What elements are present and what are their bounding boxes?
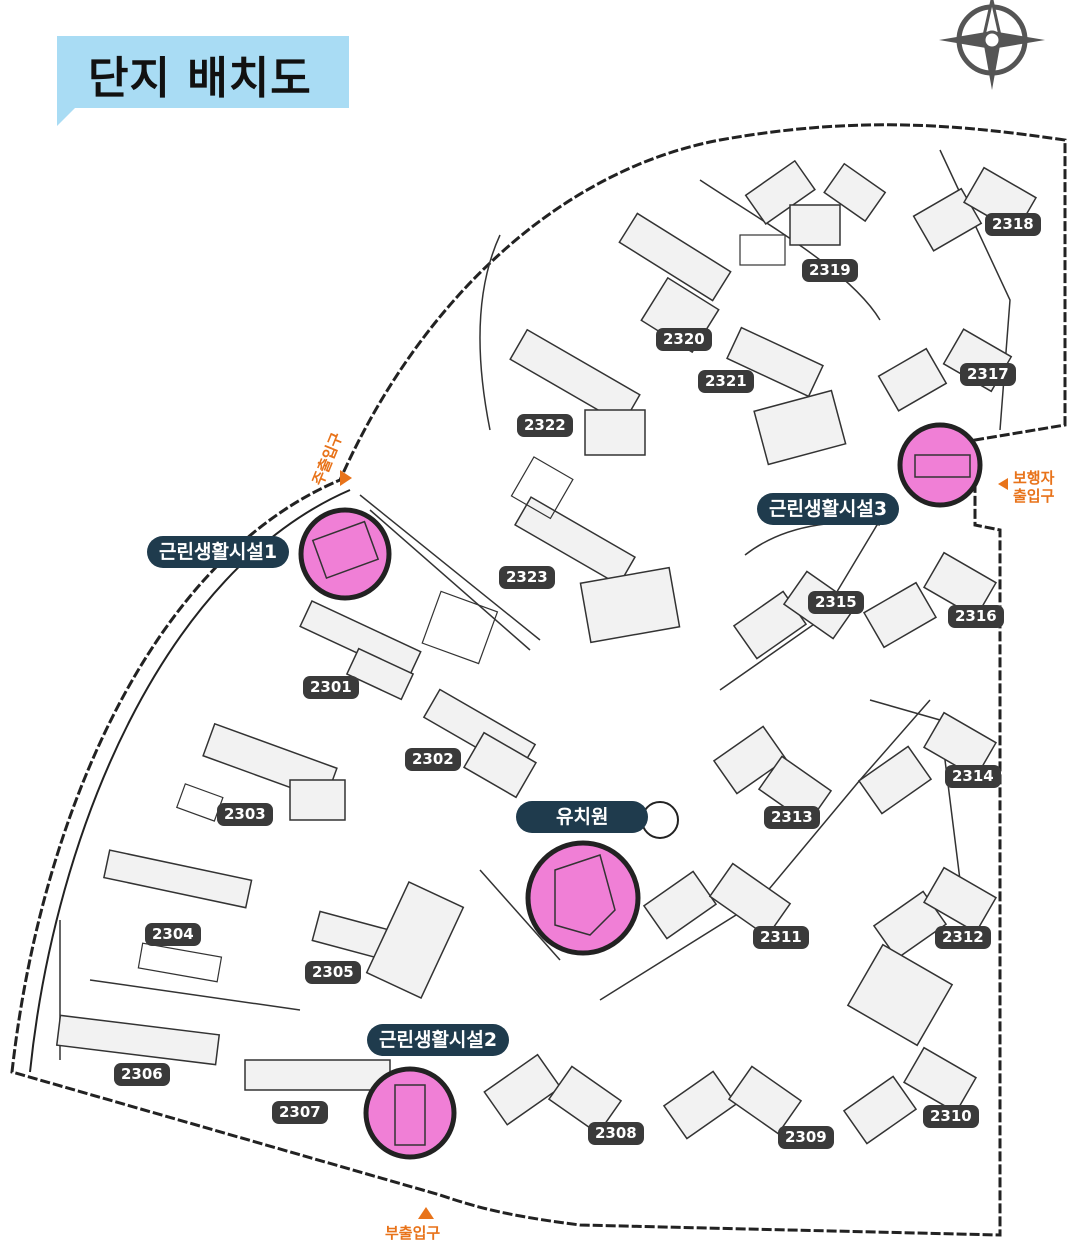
building-label-2302[interactable]: 2302 bbox=[405, 748, 461, 771]
building-label-2305[interactable]: 2305 bbox=[305, 961, 361, 984]
compass-icon bbox=[939, 0, 1045, 90]
building-label-2320[interactable]: 2320 bbox=[656, 328, 712, 351]
pedestrian-entrance-line1: 보행자 bbox=[1013, 469, 1055, 487]
building-label-2306[interactable]: 2306 bbox=[114, 1063, 170, 1086]
building-label-2318[interactable]: 2318 bbox=[985, 213, 1041, 236]
community2-marker bbox=[363, 1066, 457, 1160]
building-label-2314[interactable]: 2314 bbox=[945, 765, 1001, 788]
building-label-2312[interactable]: 2312 bbox=[935, 926, 991, 949]
building-label-2317[interactable]: 2317 bbox=[960, 363, 1016, 386]
building-label-2323[interactable]: 2323 bbox=[499, 566, 555, 589]
building-label-2322[interactable]: 2322 bbox=[517, 414, 573, 437]
pedestrian-entrance-label: 보행자 출입구 bbox=[1013, 469, 1054, 505]
building-label-2303[interactable]: 2303 bbox=[217, 803, 273, 826]
building-label-2307[interactable]: 2307 bbox=[272, 1101, 328, 1124]
building-label-2319[interactable]: 2319 bbox=[802, 259, 858, 282]
pedestrian-entrance-line2: 출입구 bbox=[1013, 487, 1055, 505]
community3-marker bbox=[897, 422, 983, 508]
facility-label-kindergarten: 유치원 bbox=[516, 801, 649, 833]
building-label-2316[interactable]: 2316 bbox=[948, 605, 1004, 628]
page-title: 단지 배치도 bbox=[88, 53, 312, 104]
facility-label-community3: 근린생활시설3 bbox=[757, 493, 900, 525]
building-label-2315[interactable]: 2315 bbox=[808, 591, 864, 614]
kindergarten-marker bbox=[525, 840, 641, 956]
title-box bbox=[57, 36, 349, 108]
building-label-2311[interactable]: 2311 bbox=[753, 926, 809, 949]
building-label-2301[interactable]: 2301 bbox=[303, 676, 359, 699]
sub-entrance-label: 부출입구 bbox=[385, 1224, 441, 1242]
title-tail bbox=[57, 108, 75, 126]
facility-label-community2: 근린생활시설2 bbox=[367, 1024, 510, 1056]
building-label-2304[interactable]: 2304 bbox=[145, 923, 201, 946]
building-label-2310[interactable]: 2310 bbox=[923, 1105, 979, 1128]
building-label-2313[interactable]: 2313 bbox=[764, 806, 820, 829]
building-label-2321[interactable]: 2321 bbox=[698, 370, 754, 393]
facility-label-community1: 근린생활시설1 bbox=[147, 536, 290, 568]
building-label-2309[interactable]: 2309 bbox=[778, 1126, 834, 1149]
site-boundary bbox=[10, 123, 1067, 1237]
building-label-2308[interactable]: 2308 bbox=[588, 1122, 644, 1145]
community1-marker bbox=[298, 507, 392, 601]
